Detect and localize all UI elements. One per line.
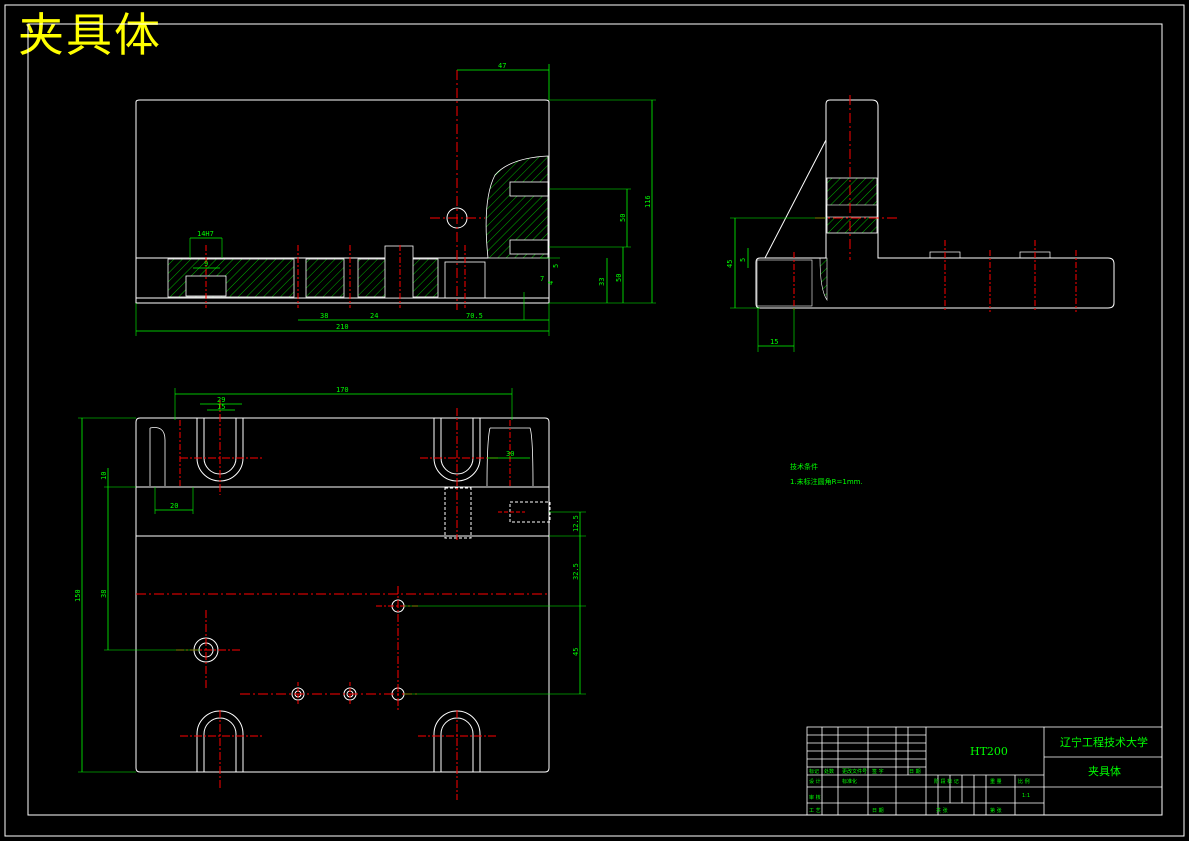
dim-24: 24 [370, 312, 378, 320]
material-label: HT200 [970, 745, 1008, 758]
dim-4: 4 [547, 281, 555, 285]
dim-32-5: 32.5 [572, 563, 580, 580]
tech-req-line1: 1.未标注圆角R=1mm. [790, 477, 863, 486]
tb-label-count: 处数 [824, 768, 834, 775]
dim-30: 30 [506, 450, 514, 458]
side-view: 45 5 15 [726, 95, 1115, 352]
part-name: 夹具体 [1088, 764, 1121, 778]
tb-label-date-2: 日 期 [872, 808, 884, 814]
dim-50-upper: 50 [619, 214, 627, 222]
tb-label-review: 审 核 [809, 794, 821, 801]
front-view: 47 116 50 33 50 5 4 7 9 14H7 38 24 70.5 … [135, 62, 656, 336]
institution-name: 辽宁工程技术大学 [1060, 735, 1148, 749]
tb-label-process: 工 艺 [809, 808, 821, 814]
dim-50-lower: 50 [615, 274, 623, 282]
dim-15: 15 [217, 403, 225, 411]
tech-req-heading: 技术条件 [790, 462, 818, 471]
tb-label-design: 设 计 [809, 778, 821, 785]
dim-29: 29 [217, 396, 225, 404]
tb-label-sheet-no: 第 张 [990, 807, 1002, 814]
title-block [806, 726, 1163, 816]
dim-170: 170 [336, 386, 349, 394]
dim-20: 20 [170, 502, 178, 510]
dim-210: 210 [336, 323, 349, 331]
dim-45-plan: 45 [572, 648, 580, 656]
inner-frame [27, 23, 1163, 816]
dim-10: 10 [100, 472, 108, 480]
tb-label-weight: 重 量 [990, 778, 1002, 785]
dim-38-plan: 38 [100, 590, 108, 598]
dim-9: 9 [204, 260, 208, 268]
title-block-text: HT200 辽宁工程技术大学 夹具体 1:1 标记 处数 更改文件号 签 字 日… [809, 735, 1148, 814]
dim-5-side: 5 [739, 258, 747, 262]
tb-label-date: 日 期 [909, 769, 921, 775]
tb-label-scale: 比 例 [1018, 778, 1030, 785]
dim-33: 33 [598, 278, 606, 286]
tb-label-standard: 标准化 [842, 778, 857, 785]
tb-label-stage: 阶 段 标 记 [934, 778, 959, 785]
tb-label-sign: 签 字 [872, 768, 884, 775]
tb-label-total-sheets: 共 张 [936, 807, 948, 814]
dim-70-5: 70.5 [466, 312, 483, 320]
scale-value: 1:1 [1022, 793, 1030, 799]
tb-label-marking: 标记 [809, 768, 819, 775]
dim-5: 5 [552, 264, 560, 268]
technical-requirements: 技术条件 1.未标注圆角R=1mm. [790, 462, 863, 486]
dim-116: 116 [644, 195, 652, 208]
outer-frame [4, 4, 1185, 837]
plan-view: 170 29 15 30 20 10 150 38 12.5 32.5 45 [74, 386, 586, 800]
dim-15-side: 15 [770, 338, 778, 346]
dim-14h7: 14H7 [197, 230, 214, 238]
dim-47: 47 [498, 62, 506, 70]
dim-12-5: 12.5 [572, 515, 580, 532]
dim-45: 45 [726, 260, 734, 268]
dim-7: 7 [540, 275, 544, 283]
dim-38: 38 [320, 312, 328, 320]
tb-label-change-doc: 更改文件号 [842, 768, 867, 775]
drawing-title: 夹具体 [18, 8, 162, 62]
dim-150: 150 [74, 589, 82, 602]
